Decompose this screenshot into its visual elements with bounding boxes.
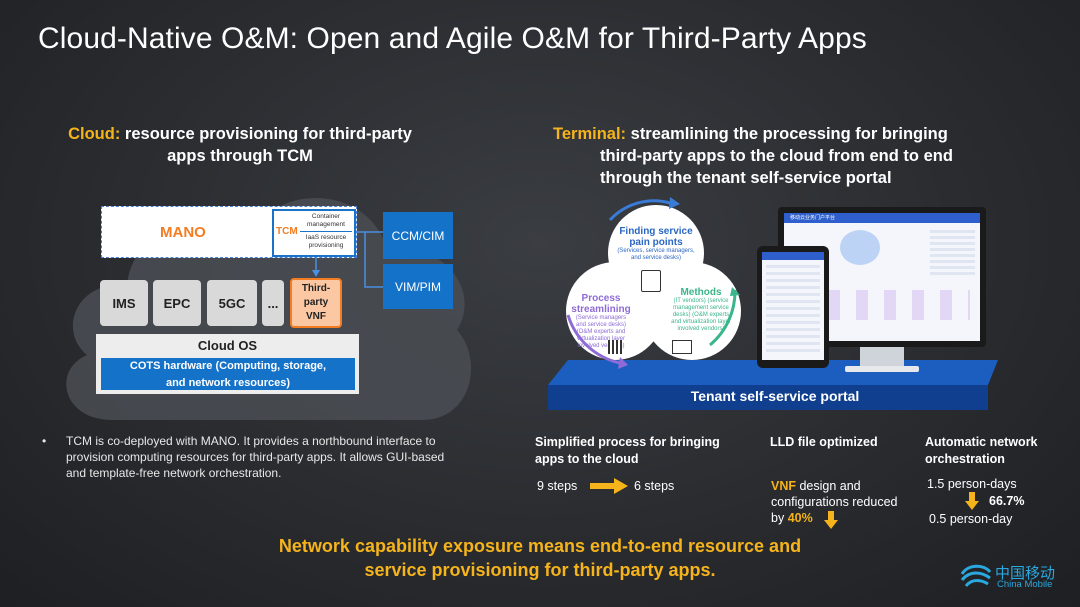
screen-table [930, 230, 975, 275]
c2-text: Process streamlining (Service managers a… [570, 293, 632, 350]
stat1-from: 9 steps [537, 479, 578, 493]
stat3-head-line2: orchestration [925, 452, 1005, 466]
cloud-heading-prefix: Cloud: [68, 125, 121, 143]
portal-label: Tenant self-service portal [690, 388, 860, 404]
terminal-heading-prefix: Terminal: [553, 125, 627, 143]
stat2-line3: by 40% [771, 510, 921, 526]
ne-epc: EPC [153, 280, 201, 326]
stat2-vnf: VNF [771, 479, 796, 493]
logo-cn-text: 中国移动 [995, 565, 1056, 582]
terminal-heading-line3: through the tenant self-service portal [600, 169, 892, 187]
stat1-head-line1: Simplified process for bringing [535, 435, 720, 449]
qr-icon [608, 340, 622, 354]
tablet-header [762, 252, 824, 260]
c3-text: Methods (IT vendors) (service management… [668, 287, 734, 333]
stat3-from: 1.5 person-days [927, 477, 1017, 491]
cloud-os-label: Cloud OS [197, 338, 258, 353]
stat3-pct: 66.7% [989, 494, 1025, 508]
cloud-heading-line2: apps through TCM [167, 147, 313, 165]
c1-head: Finding service pain points [619, 226, 693, 248]
terminal-heading-line2: third-party apps to the cloud from end t… [600, 147, 953, 165]
tablet-content [766, 265, 820, 353]
c2-sub: (Service managers and service desks) (O&… [575, 315, 627, 349]
ne-5gc: 5GC [207, 280, 257, 326]
monitor-stand [860, 347, 904, 369]
cloud-heading-line1: resource provisioning for third-party [124, 125, 412, 143]
c1-text: Finding service pain points (Services, s… [612, 226, 700, 262]
stat2-by: by [771, 511, 788, 525]
third-party-vnf: Third- party VNF [290, 278, 342, 328]
page-title: Cloud-Native O&M: Open and Agile O&M for… [38, 22, 867, 55]
bottom-line1: Network capability exposure means end-to… [278, 536, 802, 556]
stat2-text: VNF design and configurations reduced by… [771, 478, 921, 526]
c3-head: Methods [680, 287, 722, 298]
stat2-line1-rest: design and [796, 479, 861, 493]
c1-sub: (Services, service managers, and service… [617, 248, 695, 261]
tcm-iaas: IaaS resource provisioning [305, 234, 347, 249]
screen-title: 移动云业务门户平台 [784, 213, 980, 223]
stat2-heading: LLD file optimized [770, 435, 878, 449]
cots-line2: and network resources) [165, 377, 291, 389]
cloud-heading: Cloud: resource provisioning for third-p… [40, 123, 440, 167]
tcm-label: TCM [276, 226, 298, 237]
cycle-arrows [566, 197, 740, 369]
arrow-right-icon [590, 478, 628, 494]
tcm-container-mgmt: Container management [300, 213, 352, 232]
china-mobile-logo-icon [960, 564, 992, 588]
tcm-box [272, 209, 356, 257]
stat2-pct: 40% [787, 511, 813, 525]
monitor-icon [672, 340, 692, 354]
ne-ims: IMS [100, 280, 148, 326]
clipboard-icon [641, 270, 661, 292]
ne-more: ... [262, 280, 284, 326]
terminal-heading: Terminal: streamlining the processing fo… [553, 123, 993, 189]
vim-pim-box: VIM/PIM [383, 264, 453, 309]
cots-hardware: COTS hardware (Computing, storage, and n… [101, 358, 355, 390]
monitor-base [845, 366, 919, 372]
bullet-dot: • [42, 434, 47, 448]
stat3-heading: Automatic network orchestration [925, 434, 1075, 468]
screen-cloud-graphic [840, 230, 880, 265]
bottom-message: Network capability exposure means end-to… [150, 534, 930, 582]
stat1-to: 6 steps [634, 479, 675, 493]
arrow-down-icon [824, 511, 838, 529]
stat2-line2: configurations reduced [771, 495, 898, 509]
c2-head: Process streamlining [571, 293, 631, 315]
tcm-bullet: • TCM is co-deployed with MANO. It provi… [42, 433, 462, 483]
circle-methods [643, 262, 741, 360]
logo-en-text: China Mobile [997, 579, 1053, 590]
ccm-cim-box: CCM/CIM [383, 212, 453, 259]
third-party-line1: Third- [301, 283, 331, 294]
tcm-items: Container management IaaS resource provi… [300, 213, 352, 250]
bullet-text: TCM is co-deployed with MANO. It provide… [66, 434, 445, 480]
arrow-down-icon [965, 492, 979, 510]
terminal-heading-line1: streamlining the processing for bringing [630, 125, 948, 143]
third-party-line2: party [303, 297, 329, 308]
mano-label: MANO [160, 224, 206, 241]
stat3-to: 0.5 person-day [929, 512, 1013, 526]
stat3-head-line1: Automatic network [925, 435, 1038, 449]
stat2-line1: VNF design and [771, 478, 921, 494]
c3-sub: (IT vendors) (service management service… [671, 298, 731, 332]
stat1-head-line2: apps to the cloud [535, 452, 639, 466]
bottom-line2: service provisioning for third-party app… [364, 560, 716, 580]
stat1-heading: Simplified process for bringing apps to … [535, 434, 755, 468]
cots-line1: COTS hardware (Computing, storage, [129, 360, 327, 372]
third-party-line3: VNF [305, 311, 326, 322]
